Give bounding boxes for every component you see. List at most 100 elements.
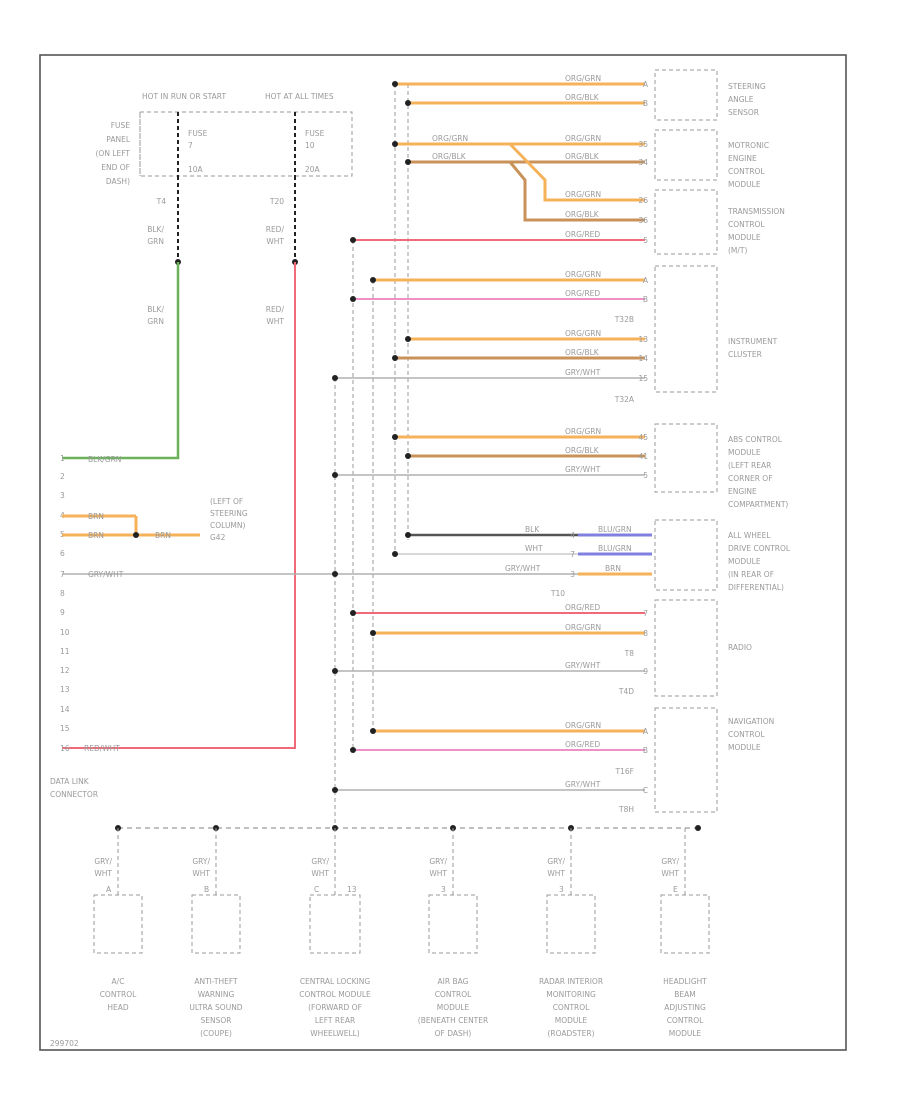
bm5-name-5: (ROADSTER)	[547, 1029, 594, 1038]
pin-label-8: A	[643, 276, 649, 285]
bm2-box	[191, 894, 241, 954]
fuse-left-text-1: FUSE	[188, 129, 208, 138]
wl-28: ORG/RED	[565, 740, 600, 749]
wl-5: ORG/GRN	[565, 134, 601, 143]
pin-label-7: 5	[643, 236, 648, 245]
pin-label-12: 15	[638, 374, 648, 383]
dlc-pin-9: 9	[60, 608, 65, 617]
wl-26: GRY/WHT	[565, 661, 601, 670]
diagram-frame	[39, 54, 847, 1051]
panel-label-4: END OF	[101, 163, 130, 172]
wl-7: ORG/GRN	[565, 190, 601, 199]
pin-label-15: 5	[643, 471, 648, 480]
dlc-label-1: DATA LINK	[50, 777, 90, 786]
bm3-wire-1: GRY/	[311, 857, 329, 866]
bm4-name-5: OF DASH)	[435, 1029, 472, 1038]
bm6-pin: E	[673, 885, 678, 894]
awd-name-4: (IN REAR OF	[728, 570, 774, 579]
wl-1: ORG/GRN	[565, 74, 601, 83]
wl-24: ORG/RED	[565, 603, 600, 612]
wl-13: ORG/BLK	[565, 348, 600, 357]
bm4-box	[428, 894, 478, 954]
fuse-left-text-2: 7	[188, 141, 193, 150]
pin-label-20: 8	[643, 629, 648, 638]
ground-label-1: (LEFT OF	[210, 497, 243, 506]
pin-label-13: 45	[638, 433, 648, 442]
bm2-name-5: (COUPE)	[200, 1029, 232, 1038]
bm6-name-4: CONTROL	[667, 1016, 704, 1025]
pin-label-14: 41	[638, 452, 648, 461]
wl-3: ORG/GRN	[432, 134, 468, 143]
nav-name-2: CONTROL	[728, 730, 765, 739]
panel-label-2: PANEL	[106, 135, 131, 144]
wl-14: GRY/WHT	[565, 368, 601, 377]
wire-right-2: WHT	[266, 237, 284, 246]
bm2-name-1: ANTI-THEFT	[194, 977, 238, 986]
wire-left-mid-1: BLK/	[147, 305, 164, 314]
pin-labels: A B 35 34 26 36 5 A B 13 14 15 45 41 5 4…	[570, 80, 649, 795]
bm1-name-1: A/C	[112, 977, 125, 986]
pin-label-19: 7	[643, 609, 648, 618]
ground-label-3: COLUMN)	[210, 521, 246, 530]
bm2-wire-2: WHT	[192, 869, 210, 878]
pin-label-4: 34	[638, 158, 648, 167]
motronic-name-3: CONTROL	[728, 167, 765, 176]
module-names: STEERING ANGLE SENSOR MOTRONIC ENGINE CO…	[727, 82, 791, 752]
fuse-right-label: HOT AT ALL TIMES	[265, 92, 334, 101]
wl-19: WHT	[525, 544, 543, 553]
bm6-box	[660, 894, 710, 954]
bm5-wire-1: GRY/	[547, 857, 565, 866]
wl-11: ORG/RED	[565, 289, 600, 298]
diagram-code: 299702	[50, 1039, 79, 1048]
abs-name-6: COMPARTMENT)	[728, 500, 788, 509]
bm2-name-3: ULTRA SOUND	[189, 1003, 242, 1012]
panel-label-5: DASH)	[106, 177, 130, 186]
wl-18: BLK	[525, 525, 540, 534]
trans-name-4: (M/T)	[728, 246, 748, 255]
fuse-right-text-2: 10	[305, 141, 315, 150]
bm6-wire-2: WHT	[661, 869, 679, 878]
trans-name-2: CONTROL	[728, 220, 765, 229]
wl-6: ORG/BLK	[565, 152, 600, 161]
bm3-name-5: WHEELWELL)	[310, 1029, 360, 1038]
dlc-wire-4: BRN	[88, 512, 104, 521]
vertical-buses	[334, 84, 409, 828]
wire-left-2: GRN	[147, 237, 164, 246]
conn-t32b: T32B	[614, 315, 634, 324]
module-box-abs	[654, 423, 718, 493]
steering-name-1: STEERING	[728, 82, 766, 91]
dlc-wire-7: GRY/WHT	[88, 570, 124, 579]
conn-t4d: T4D	[618, 687, 634, 696]
abs-name-1: ABS CONTROL	[728, 435, 783, 444]
bm2-pin: B	[204, 885, 209, 894]
wl-4: ORG/BLK	[432, 152, 467, 161]
dlc-wire-1: BLK/GRN	[88, 455, 121, 464]
pin-label-11: 14	[638, 354, 648, 363]
wire-left-1: BLK/	[147, 225, 164, 234]
ground-label-4: G42	[210, 533, 226, 542]
bm3-name-2: CONTROL MODULE	[299, 990, 371, 999]
wl-29: GRY/WHT	[565, 780, 601, 789]
bm3-wire-2: WHT	[311, 869, 329, 878]
awd-name-3: MODULE	[728, 557, 761, 566]
bm1-name-2: CONTROL	[100, 990, 137, 999]
bm5-name-3: CONTROL	[553, 1003, 590, 1012]
abs-name-2: MODULE	[728, 448, 761, 457]
wl-25: ORG/GRN	[565, 623, 601, 632]
dlc-pin-3: 3	[60, 491, 65, 500]
pin-t20: T20	[269, 197, 284, 206]
fuse-right-text-3: 20A	[305, 165, 321, 174]
fuse-panel: HOT IN RUN OR START HOT AT ALL TIMES FUS…	[62, 92, 353, 749]
pin-label-16: 4	[570, 531, 575, 540]
data-link-connector: 1 2 3 4 5 6 7 8 9 10 11 12 13 14 15 16 B…	[50, 454, 335, 799]
panel-label-3: (ON LEFT	[95, 149, 130, 158]
dlc-label-2: CONNECTOR	[50, 790, 98, 799]
bm5-wire-2: WHT	[547, 869, 565, 878]
dlc-pin-12: 12	[60, 666, 70, 675]
fuse-right-text-1: FUSE	[305, 129, 325, 138]
bm4-name-3: MODULE	[437, 1003, 470, 1012]
bm5-name-4: MODULE	[555, 1016, 588, 1025]
motronic-name-1: MOTRONIC	[728, 141, 769, 150]
wl-23: BRN	[605, 564, 621, 573]
panel-label-1: FUSE	[111, 121, 131, 130]
